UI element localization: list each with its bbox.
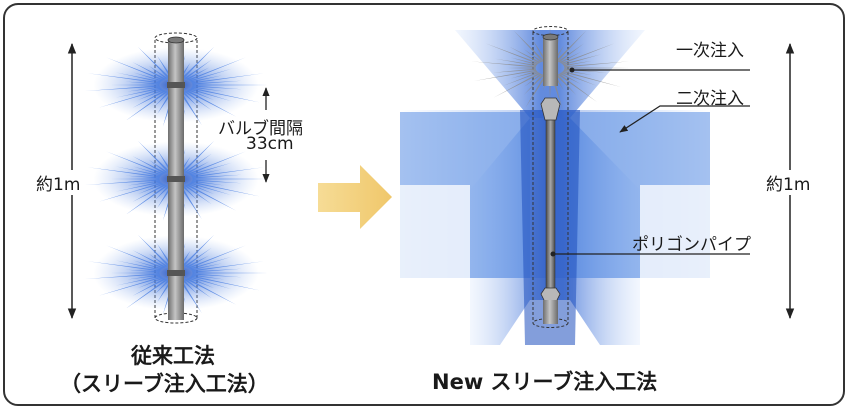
pipe-label: ポリゴンパイプ [632, 235, 751, 255]
right-height-label: 約1m [764, 170, 813, 195]
left-height-label: 約1m [34, 170, 83, 195]
primary-injection-label: 一次注入 [676, 41, 744, 61]
new-method-title: New スリーブ注入工法 [432, 370, 658, 394]
coupler-bottom [540, 287, 561, 303]
leader-secondary [619, 105, 750, 133]
conventional-method-title: 従来工法 [131, 344, 215, 368]
new-method-figure [400, 26, 710, 345]
secondary-injection-label: 二次注入 [676, 89, 744, 109]
polygon-pipe [545, 107, 556, 295]
conventional-method-subtitle: （スリーブ注入工法） [60, 372, 269, 396]
valve-spacing-value: 33cm [246, 134, 294, 154]
primary-injection-burst [471, 26, 630, 110]
right-arrow-icon [318, 165, 392, 229]
coupler-top [540, 97, 561, 121]
valve-spacing-label: バルブ間隔 [218, 119, 303, 139]
conventional-method-figure [84, 32, 269, 324]
